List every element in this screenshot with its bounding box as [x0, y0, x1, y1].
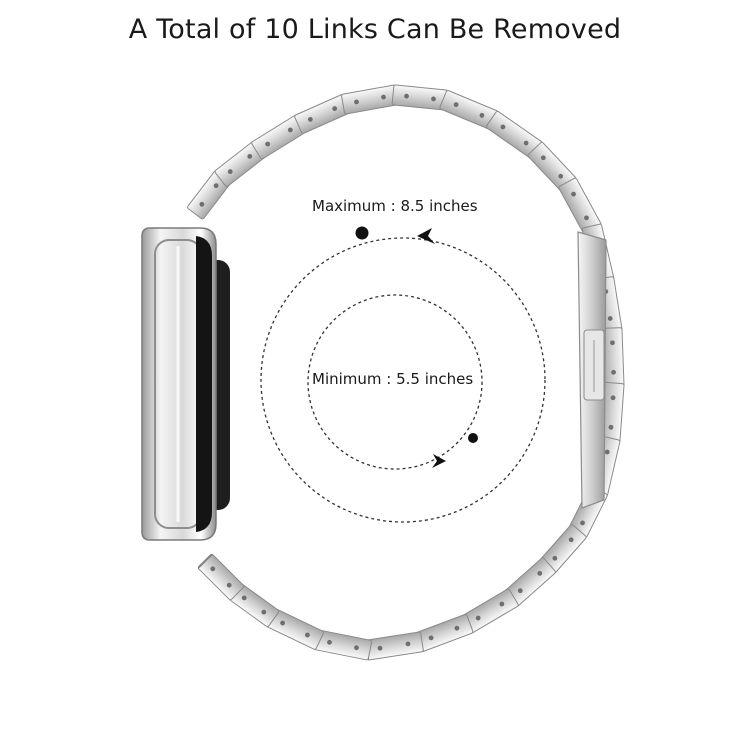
watch-case [141, 227, 230, 541]
link-pin-hole [571, 191, 576, 197]
link-pin-hole [479, 112, 485, 118]
maximum-size-circle [260, 237, 546, 523]
minimum-arrowhead-icon [432, 454, 446, 468]
link-pin-hole [247, 153, 253, 159]
link-pin-hole [227, 169, 233, 175]
link-pin-hole [558, 173, 564, 179]
minimum-size-label: Minimum : 5.5 inches [312, 370, 474, 388]
link-pin-hole [307, 117, 313, 122]
band-links [187, 84, 625, 661]
band-link [341, 84, 399, 115]
link-pin-hole [404, 93, 409, 99]
link-pin-hole [428, 635, 434, 641]
link-pin-hole [405, 641, 411, 647]
size-indicator [260, 226, 546, 523]
link-pin-hole [537, 570, 543, 576]
maximum-start-dot [355, 226, 369, 240]
link-pin-hole [354, 645, 359, 651]
link-pin-hole [517, 588, 523, 594]
band-link [414, 614, 474, 652]
link-pin-hole [540, 155, 546, 161]
link-pin-hole [584, 215, 589, 221]
watch-screen-edge [196, 236, 212, 532]
maximum-arrowhead-icon [417, 228, 435, 244]
link-pin-hole [523, 140, 529, 146]
minimum-start-dot [468, 433, 478, 443]
link-pin-hole [354, 99, 359, 105]
link-pin-hole [611, 369, 616, 375]
link-pin-hole [199, 201, 205, 207]
band-link [391, 84, 449, 111]
link-pin-hole [265, 141, 271, 147]
link-pin-hole [431, 96, 436, 102]
link-pin-hole [261, 609, 267, 615]
link-pin-hole [604, 449, 610, 455]
link-pin-hole [377, 645, 383, 651]
link-pin-hole [580, 520, 585, 526]
link-pin-hole [568, 537, 574, 543]
minimum-size-circle [307, 294, 483, 470]
link-pin-hole [610, 395, 616, 401]
maximum-size-label: Maximum : 8.5 inches [312, 197, 478, 215]
link-pin-hole [454, 625, 460, 631]
link-pin-hole [499, 601, 505, 607]
page-title: A Total of 10 Links Can Be Removed [128, 14, 622, 45]
butterfly-clasp [577, 231, 607, 509]
link-pin-hole [327, 639, 332, 645]
band-link [197, 553, 245, 601]
link-pin-hole [475, 615, 481, 621]
link-pin-hole [305, 632, 310, 638]
band-link [251, 114, 307, 160]
link-pin-hole [500, 124, 506, 130]
link-pin-hole [287, 127, 293, 133]
link-pin-hole [381, 94, 386, 100]
link-pin-hole [608, 424, 614, 430]
link-pin-hole [226, 582, 232, 588]
link-pin-hole [607, 316, 613, 321]
link-pin-hole [332, 106, 338, 111]
band-link [364, 631, 424, 661]
link-pin-hole [610, 340, 615, 346]
link-pin-hole [241, 595, 247, 601]
link-pin-hole [552, 555, 558, 561]
link-pin-hole [453, 102, 459, 108]
link-pin-hole [280, 620, 285, 626]
link-pin-hole [213, 183, 219, 189]
link-pin-hole [210, 566, 216, 572]
